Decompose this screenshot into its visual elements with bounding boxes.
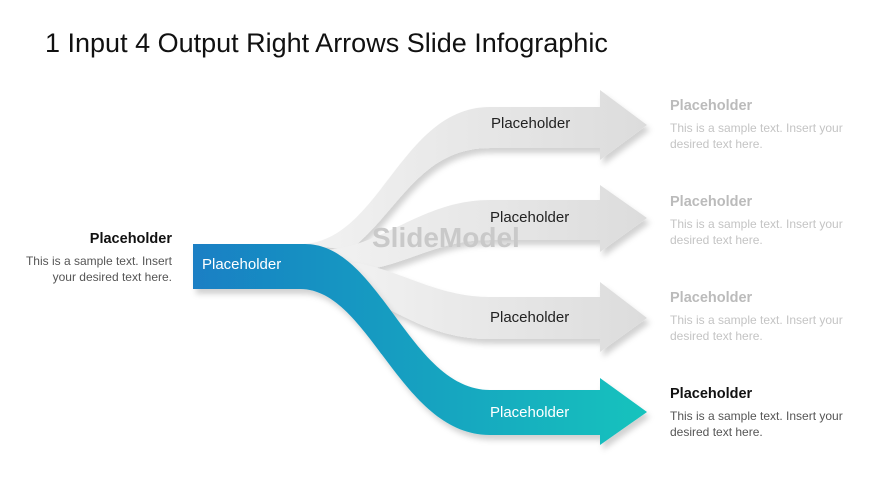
output-arrow-2: [320, 185, 647, 272]
output-arrow-label-4: Placeholder: [490, 404, 570, 421]
output-arrow-label-3: Placeholder: [490, 309, 570, 326]
output-text-block-1: Placeholder This is a sample text. Inser…: [670, 98, 845, 152]
output-text-block-2: Placeholder This is a sample text. Inser…: [670, 194, 845, 248]
input-text-block: Placeholder This is a sample text. Inser…: [0, 231, 172, 285]
output-heading-2: Placeholder: [670, 194, 753, 210]
output-arrow-3: [340, 262, 647, 352]
watermark: SlideModel: [372, 222, 520, 253]
output-heading-1: Placeholder: [670, 98, 753, 114]
output-heading-4: Placeholder: [670, 386, 753, 402]
output-text-block-3: Placeholder This is a sample text. Inser…: [670, 290, 845, 344]
output-text-3: This is a sample text. Insert your desir…: [670, 313, 843, 343]
input-heading: Placeholder: [89, 231, 172, 247]
output-text-2: This is a sample text. Insert your desir…: [670, 217, 843, 247]
output-text-block-4: Placeholder This is a sample text. Inser…: [670, 386, 845, 440]
output-arrow-1: [300, 90, 647, 250]
input-text: This is a sample text. Insert your desir…: [25, 254, 172, 284]
output-arrow-label-2: Placeholder: [490, 209, 570, 226]
slide-title: 1 Input 4 Output Right Arrows Slide Info…: [45, 28, 608, 58]
output-heading-3: Placeholder: [670, 290, 753, 306]
input-output-arrow-4: [193, 244, 647, 445]
output-text-4: This is a sample text. Insert your desir…: [670, 409, 843, 439]
input-arrow-label: Placeholder: [202, 256, 282, 273]
output-text-1: This is a sample text. Insert your desir…: [670, 121, 843, 151]
output-arrow-label-1: Placeholder: [491, 115, 571, 132]
